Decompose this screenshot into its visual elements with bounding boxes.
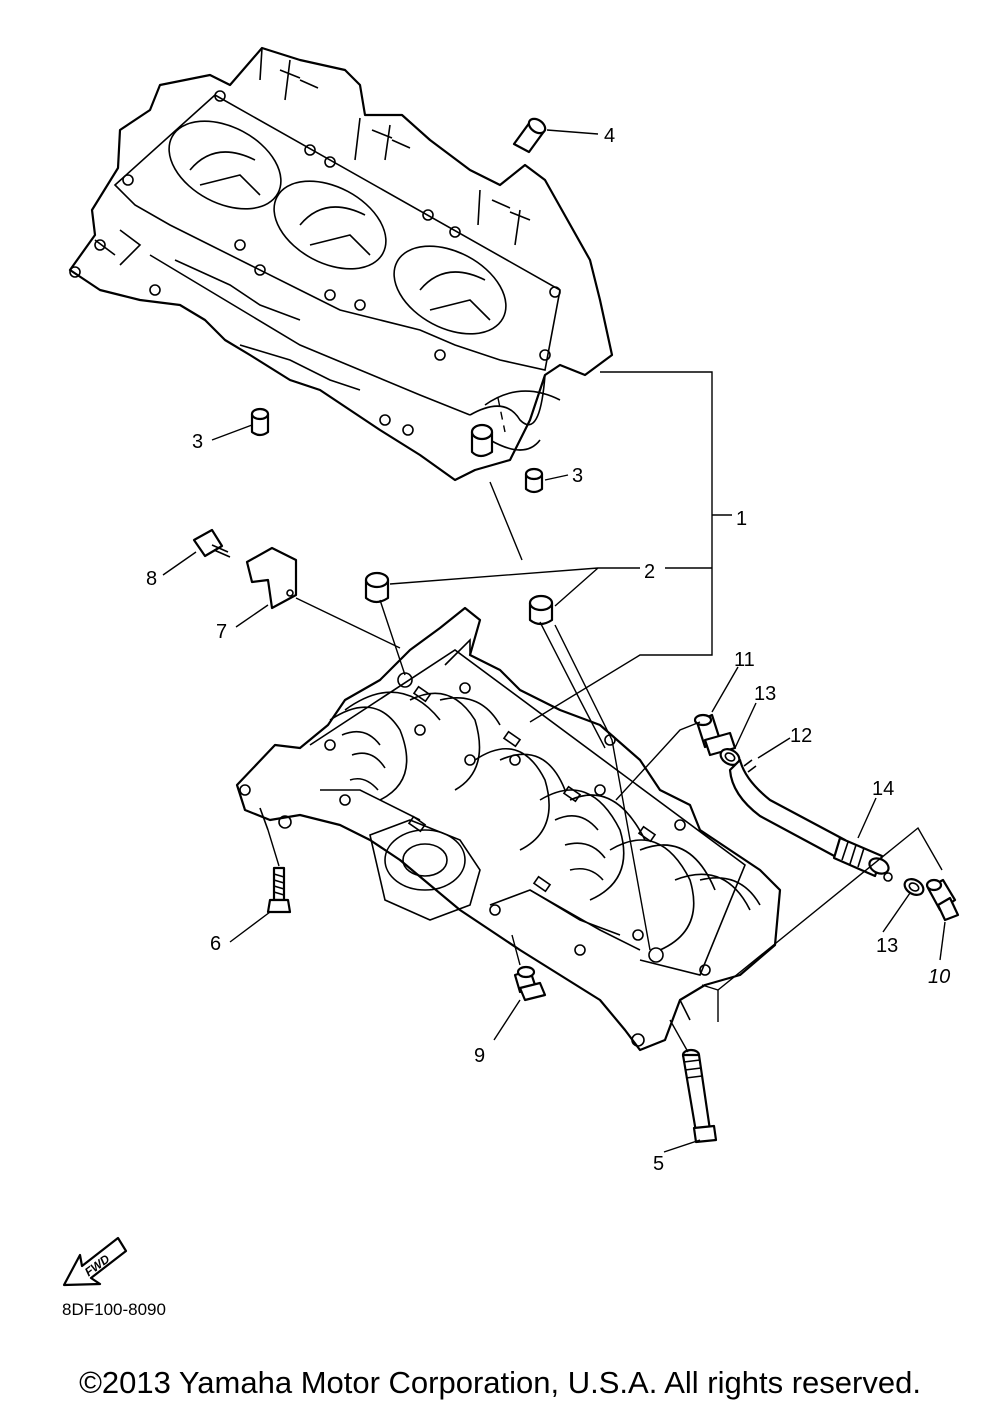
fitting-9: [513, 965, 547, 1002]
hose-12: [728, 758, 847, 860]
copyright-notice: ©2013 Yamaha Motor Corporation, U.S.A. A…: [79, 1365, 921, 1400]
knock-pin-b: [528, 594, 554, 626]
callout-4: 4: [604, 125, 615, 147]
leader-lines: [162, 129, 946, 1153]
callout-3-left: 3: [192, 431, 203, 453]
callout-9: 9: [474, 1045, 485, 1067]
callout-2: 2: [644, 561, 655, 583]
bolt-6: [266, 866, 292, 914]
clamp-13-lower: [903, 878, 925, 896]
elbow-fitting-11: [693, 713, 737, 757]
lower-crankcase: [235, 606, 782, 1052]
bracket-7: [245, 546, 298, 610]
dowel-pin-right: [524, 467, 544, 494]
hose-14: [832, 836, 893, 882]
callout-14: 14: [872, 778, 894, 800]
callout-10: 10: [928, 966, 950, 988]
dowel-pin-left: [250, 407, 270, 437]
callout-1: 1: [736, 508, 747, 530]
bolt-5: [681, 1048, 718, 1144]
callout-7: 7: [216, 621, 227, 643]
callout-labels: 1 2 3 3 4 5 6 7 8 9 10 11 12 13 13 14: [146, 125, 950, 1175]
callout-11: 11: [734, 649, 755, 671]
fwd-arrow-icon: FWD: [62, 1236, 128, 1287]
callout-5: 5: [653, 1153, 664, 1175]
callout-12: 12: [790, 725, 812, 747]
bolt-8: [192, 528, 231, 558]
elbow-fitting-10: [925, 878, 960, 922]
upper-crankcase: [68, 46, 614, 482]
callout-13-lower: 13: [876, 935, 898, 957]
knock-pin-a: [364, 571, 390, 604]
diagram-code: 8DF100-8090: [62, 1300, 166, 1319]
callout-6: 6: [210, 933, 221, 955]
callout-8: 8: [146, 568, 157, 590]
callout-3-right: 3: [572, 465, 583, 487]
pin-4: [512, 117, 547, 154]
callout-13-upper: 13: [754, 683, 776, 705]
